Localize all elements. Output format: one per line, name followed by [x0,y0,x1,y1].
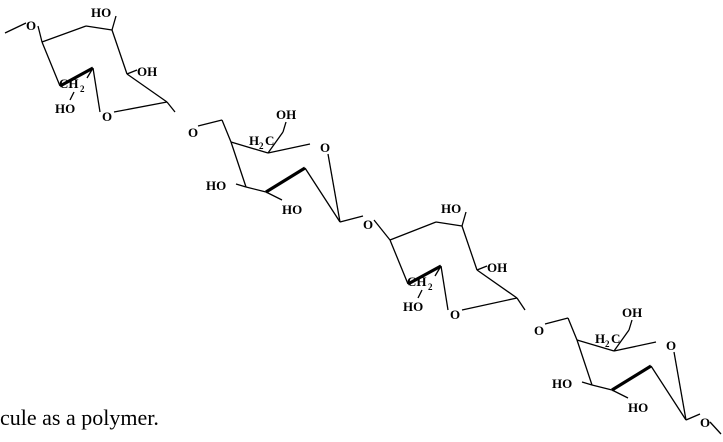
atom-label: HO [282,202,302,217]
ring-oxygen: O [450,307,460,322]
atom-label: HO [91,5,111,20]
atom-label: OH [622,305,642,320]
glucose-unit-4: O H 2 C OH HO HO [552,305,687,421]
ring-oxygen: O [320,140,330,155]
ring-oxygen: O [666,338,676,353]
glycosidic-link-1: O [166,101,223,140]
atom-label: 2 [80,84,85,94]
glucose-unit-2: O H 2 C OH HO HO [206,107,341,223]
atom-label: C [265,133,274,148]
atom-label: C [611,331,620,346]
atom-label: H [595,331,605,346]
atom-label: 2 [605,339,610,349]
atom-label: O [26,18,36,33]
glycosidic-link-2: O [339,215,391,241]
bridge-oxygen: O [700,415,710,430]
glucose-unit-3: HO OH O CH 2 HO [389,201,518,322]
atom-label: OH [276,107,296,122]
atom-label: OH [487,260,507,275]
atom-label: H [249,133,259,148]
atom-label: HO [441,201,461,216]
glucose-unit-1: O HO OH O CH 2 HO [4,5,168,124]
caption-text: cule as a polymer. [0,405,159,430]
atom-label: HO [403,299,423,314]
atom-label: HO [552,376,572,391]
atom-label: 2 [428,282,433,292]
atom-label: OH [137,64,157,79]
ring-oxygen: O [102,109,112,124]
bridge-oxygen: O [534,323,544,338]
atom-label: 2 [259,141,264,151]
atom-label: HO [206,178,226,193]
bridge-oxygen: O [188,125,198,140]
glycosidic-link-3: O [516,297,569,338]
atom-label: HO [55,101,75,116]
glycosidic-link-terminal: O [685,413,722,435]
atom-label: CH [59,76,79,91]
bridge-oxygen: O [363,217,373,232]
atom-label: CH [407,274,427,289]
atom-label: HO [628,400,648,415]
